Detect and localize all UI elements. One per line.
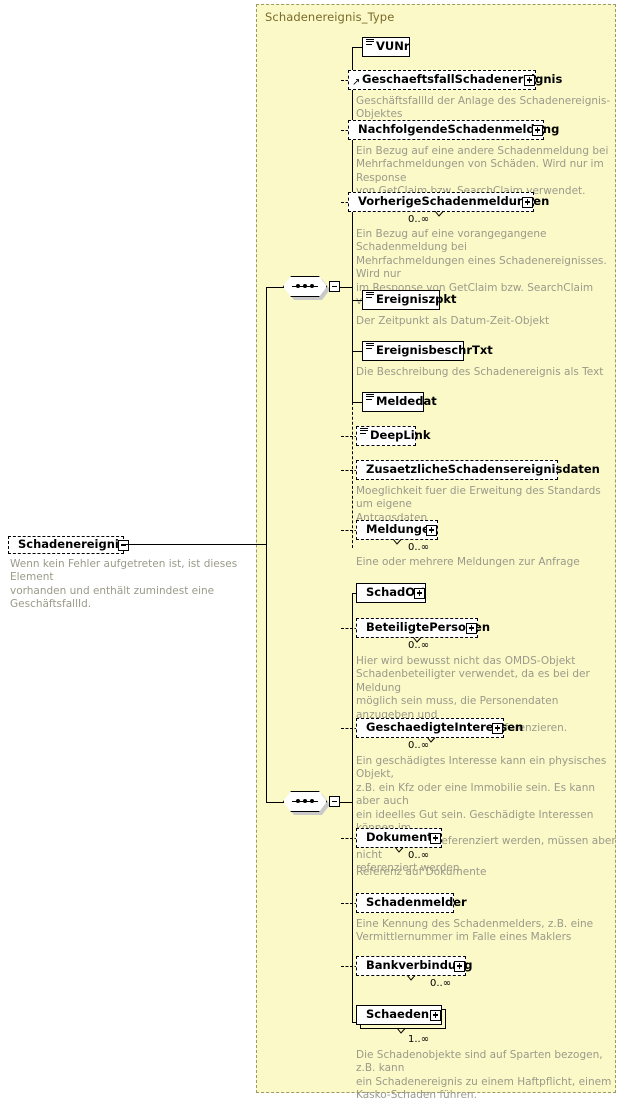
- element-label: ZusaetzlicheSchadensereignisdaten: [366, 462, 600, 477]
- element-label: Bankverbindung: [366, 958, 473, 973]
- root-annotation: Wenn kein Fehler aufgetreten ist, ist di…: [10, 558, 238, 611]
- occurs-dokumente: 0..∞: [408, 850, 430, 861]
- annotation-meldungen: Eine oder mehrere Meldungen zur Anfrage: [356, 556, 580, 568]
- annotation-ereigniszpkt: Der Zeitpunkt als Datum-Zeit-Objekt: [356, 315, 550, 327]
- annotation-beteiligtepersonen: Hier wird bewusst nicht das OMDS-Objekt …: [356, 655, 590, 735]
- expand-plus-icon[interactable]: [430, 832, 441, 844]
- connector-ereignisbeschrtxt: [352, 351, 362, 352]
- sequence-1-dot-2: [302, 283, 308, 288]
- connector-spine-to-sequence-1: [266, 287, 284, 288]
- type-title: Schadenereignis_Type: [265, 10, 395, 24]
- expand-plus-icon[interactable]: [466, 622, 477, 634]
- element-label: VorherigeSchadenmeldungen: [358, 194, 550, 209]
- root-element-schadenereignis[interactable]: Schadenereignis: [8, 536, 130, 557]
- occurs-caret-icon: [434, 211, 444, 217]
- occurs-geschaedigteinteressen: 0..∞: [408, 740, 430, 751]
- expand-plus-icon[interactable]: [532, 124, 543, 136]
- occurs-caret-icon: [394, 847, 404, 853]
- expand-plus-icon[interactable]: [430, 1009, 441, 1021]
- sequence-2-dot-2: [302, 798, 308, 803]
- element-label: SchadOrt: [366, 585, 427, 600]
- annotation-dokumente: Referenz auf Dokumente: [356, 866, 487, 878]
- expand-plus-icon[interactable]: [426, 524, 437, 536]
- connector-ereigniszpkt: [352, 300, 362, 301]
- expand-plus-icon[interactable]: [492, 722, 503, 734]
- sequence-1-dot-3: [309, 283, 314, 288]
- root-element-label: Schadenereignis: [18, 537, 126, 552]
- annotation-zusaetzlicheschadensereignisdaten: Moeglichkeit fuer die Erweitung des Stan…: [356, 485, 601, 524]
- sequence-1[interactable]: [283, 276, 340, 300]
- reference-arrow-icon: ↗: [352, 77, 361, 88]
- annotation-geschaedigteinteressen: Ein geschädigtes Interesse kann ein phys…: [356, 755, 616, 875]
- annotation-geschaeftsfallschadenereignis: GeschäftsfallId der Anlage des Schadener…: [356, 95, 611, 121]
- connector-sequence-2-out: [340, 802, 352, 803]
- expand-plus-icon[interactable]: [414, 587, 425, 599]
- connector-meldungen: [341, 530, 362, 531]
- root-minus-icon[interactable]: [118, 539, 129, 551]
- connector-root-to-type: [122, 544, 266, 545]
- element-label: Dokumente: [366, 830, 441, 845]
- element-label: Schadenmelder: [366, 895, 467, 910]
- sequence-2-dot-3: [309, 798, 314, 803]
- occurs-meldungen: 0..∞: [408, 542, 430, 553]
- occurs-caret-icon: [396, 1028, 406, 1034]
- connector-group-1-solid-spine: [352, 47, 353, 402]
- annotation-nachfolgendeschadenmeldung: Ein Bezug auf eine andere Schadenmeldung…: [356, 145, 609, 198]
- sequence-1-dot-1: [296, 283, 301, 288]
- simple-type-icon: [366, 394, 374, 400]
- simple-type-icon: [366, 343, 374, 349]
- connector-group-1-dashed-spine: [352, 402, 353, 548]
- connector-spine-to-sequence-2: [266, 802, 284, 803]
- occurs-caret-icon: [406, 975, 416, 981]
- element-label: NachfolgendeSchadenmeldung: [358, 122, 560, 137]
- connector-type-spine: [266, 287, 267, 802]
- sequence-1-minus-icon[interactable]: [329, 281, 340, 292]
- element-label: GeschaedigteInteressen: [366, 720, 524, 735]
- element-label: GeschaeftsfallSchadenereignis: [362, 72, 563, 87]
- connector-group-2-spine: [352, 593, 353, 1022]
- sequence-2[interactable]: [283, 791, 340, 815]
- connector-meldedat: [352, 402, 362, 403]
- annotation-ereignisbeschrtxt: Die Beschreibung des Schadenereignis als…: [356, 366, 604, 378]
- connector-vunr: [352, 47, 362, 48]
- occurs-caret-icon: [392, 539, 402, 545]
- sequence-2-minus-icon[interactable]: [329, 796, 340, 807]
- element-label: VUNr: [376, 39, 410, 54]
- expand-plus-icon[interactable]: [522, 196, 533, 208]
- connector-geschaedigteinteressen: [341, 728, 362, 729]
- annotation-schaeden: Die Schadenobjekte sind auf Sparten bezo…: [356, 1049, 612, 1102]
- occurs-caret-icon: [412, 637, 422, 643]
- connector-bankverbindung: [341, 966, 362, 967]
- connector-beteiligtepersonen: [341, 628, 362, 629]
- connector-dokumente: [341, 838, 362, 839]
- connector-schadenmelder: [341, 903, 362, 904]
- element-label: DeepLink: [370, 428, 431, 443]
- element-label: BeteiligtePersonen: [366, 620, 491, 635]
- simple-type-icon: [366, 39, 374, 45]
- simple-type-icon: [366, 292, 374, 298]
- sequence-2-dot-1: [296, 798, 301, 803]
- connector-deeplink: [341, 436, 362, 437]
- occurs-schaeden: 1..∞: [408, 1034, 430, 1045]
- expand-plus-icon[interactable]: [524, 74, 535, 86]
- element-label: Meldedat: [376, 394, 437, 409]
- connector-sequence-1-out: [340, 287, 352, 288]
- occurs-bankverbindung: 0..∞: [430, 978, 452, 989]
- element-label: Ereigniszpkt: [376, 292, 457, 307]
- element-label: EreignisbeschrTxt: [376, 343, 493, 358]
- occurs-vorherigeschadenmeldungen: 0..∞: [408, 214, 430, 225]
- expand-plus-icon[interactable]: [454, 960, 465, 972]
- annotation-schadenmelder: Eine Kennung des Schadenmelders, z.B. ei…: [356, 918, 594, 944]
- occurs-beteiligtepersonen: 0..∞: [408, 640, 430, 651]
- element-label: Meldungen: [366, 522, 439, 537]
- annotation-vorherigeschadenmeldungen: Ein Bezug auf eine vorangegangene Schade…: [356, 228, 607, 307]
- element-label: Schaeden: [366, 1007, 430, 1022]
- occurs-caret-icon: [426, 737, 436, 743]
- connector-zusaetzlicheschadensereignisdaten: [341, 470, 362, 471]
- simple-type-icon: [360, 428, 368, 434]
